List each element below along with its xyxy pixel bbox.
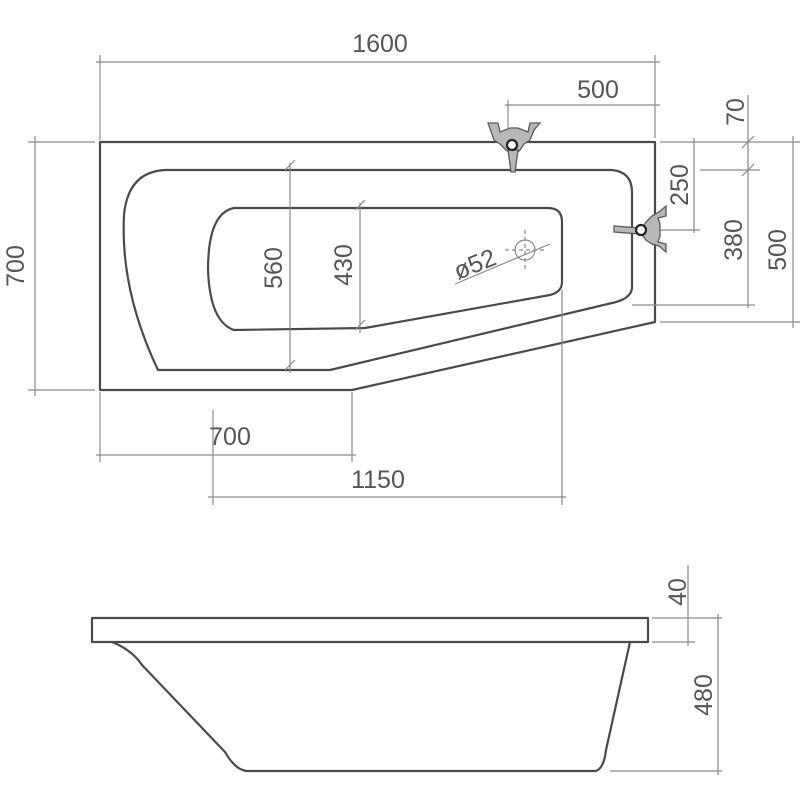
drain-diameter-label: ø52 [450,243,500,285]
rim-height-label: 40 [664,578,692,606]
tub-basin-outline [122,168,634,372]
side-view: 40 480 [90,565,722,775]
floor-width-label: 430 [330,244,358,286]
inner-depth-label: 380 [720,219,748,261]
overall-width-label: 700 [2,245,30,287]
overall-length-label: 1600 [352,30,408,58]
total-depth-label: 480 [690,674,718,716]
side-faucet-icon [613,204,667,254]
side-rim-outline [90,616,650,644]
tap-offset-side-label: 250 [666,164,694,206]
side-body-outline [111,640,632,773]
rim-width-label: 70 [722,98,750,126]
side-dimension-lines [610,565,722,775]
tub-rim-outline [98,140,657,392]
top-faucet-icon [487,122,542,173]
drain-icon [454,230,551,285]
narrow-section-length-label: 700 [209,423,251,451]
tub-floor-outline [206,206,564,332]
tap-offset-top-label: 500 [577,76,619,104]
dimension-lines [28,55,800,505]
plan-view: ø52 [2,30,800,505]
floor-length-label: 1150 [351,466,405,494]
narrow-end-width-label: 500 [764,229,792,271]
basin-width-label: 560 [260,247,288,289]
